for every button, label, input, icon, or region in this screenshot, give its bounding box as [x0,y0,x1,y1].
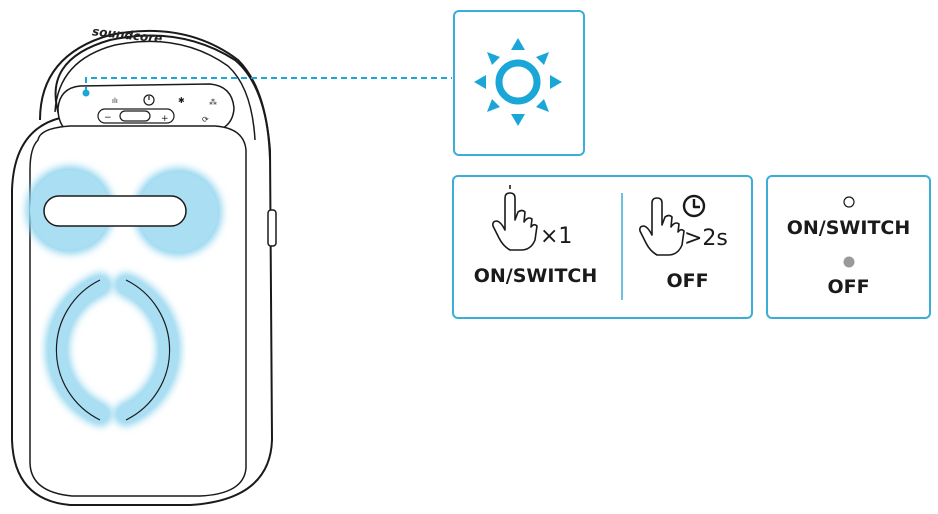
power-icon [143,94,155,106]
tap-hand-clock-icon [639,194,706,256]
speaker-illustration: ılı ✱ ⁂ − + ⟳ [11,29,277,506]
svg-text:⟳: ⟳ [202,115,209,124]
svg-text:+: + [161,114,169,124]
tap-hand-icon [492,185,538,251]
speaker-strap [39,29,271,161]
indicator-off-dot [843,256,855,268]
press-once-label: ON/SWITCH [473,265,598,287]
svg-text:ılı: ılı [112,97,118,105]
light-sun-icon [474,38,562,126]
svg-text:−: − [104,113,112,123]
press-hold-label: OFF [666,270,709,292]
leader-line [85,77,452,93]
press-count: ×1 [540,224,573,249]
actions-box [452,175,753,319]
indicator-box [766,175,931,319]
indicator-off-label: OFF [827,276,870,298]
light-icon-box [453,10,585,156]
svg-text:✱: ✱ [178,96,185,105]
press-duration: >2s [684,226,728,251]
svg-text:⁂: ⁂ [209,97,217,107]
indicator-on-label: ON/SWITCH [786,217,911,239]
woofer-bar [43,195,187,227]
indicator-on-dot [843,196,855,208]
